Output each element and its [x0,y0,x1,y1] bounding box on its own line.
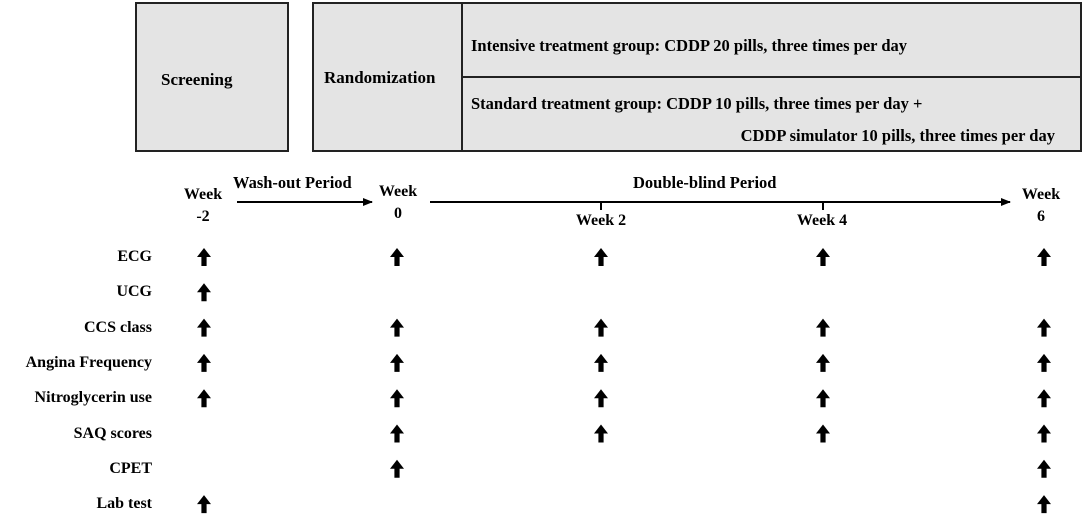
randomization-box: Randomization Intensive treatment group:… [312,2,1082,152]
assessment-arrow-icon [390,424,404,443]
assessment-label: UCG [116,283,152,301]
timepoint-week-4-line1: Week 4 [796,212,848,229]
assessment-label: SAQ scores [73,424,152,442]
timepoint-week-minus2-line1: Week [183,186,223,203]
timepoint-week-2-line1: Week 2 [575,212,627,229]
assessment-arrow-icon [1037,353,1051,372]
assessment-arrow-icon [594,389,608,408]
assessment-arrow-icon [1037,318,1051,337]
timepoint-week-4: Week 4 [777,210,867,232]
standard-group-text-line2: CDDP simulator 10 pills, three times per… [740,126,1055,145]
assessment-label: CPET [109,459,152,477]
timepoint-week-minus2-line2: -2 [196,208,210,225]
assessment-arrow-icon [816,389,830,408]
timepoint-week-minus2: Week -2 [168,184,238,228]
timepoint-week-0-line1: Week [378,183,418,200]
intensive-group-text: Intensive treatment group: CDDP 20 pills… [471,36,908,55]
timepoint-week-0-line2: 0 [394,205,402,222]
assessment-arrow-icon [1037,495,1051,514]
assessment-arrow-icon [390,459,404,478]
screening-label: Screening [161,70,233,89]
assessment-arrow-icon [197,283,211,302]
assessment-arrow-icon [197,318,211,337]
assessment-arrow-icon [197,248,211,266]
doubleblind-period-label: Double-blind Period [633,173,777,192]
assessment-arrow-icon [816,318,830,337]
assessment-arrow-icon [816,424,830,443]
assessment-arrow-icon [390,248,404,266]
assessment-label: Nitroglycerin use [34,389,152,407]
assessment-arrow-icon [197,495,211,514]
assessment-arrow-icon [816,353,830,372]
assessment-arrow-icon [816,248,830,266]
assessment-arrow-icon [594,318,608,337]
timepoint-week-6: Week 6 [1006,184,1076,228]
assessment-arrow-icon [1037,459,1051,478]
assessment-label: Angina Frequency [25,353,152,371]
timepoint-week-6-line2: 6 [1037,208,1045,225]
washout-period-label: Wash-out Period [233,173,352,192]
assessment-arrow-icon [390,353,404,372]
assessment-arrow-icon [197,389,211,408]
group-divider-horizontal [462,76,1082,78]
assessment-arrow-icon [390,389,404,408]
timepoint-week-2: Week 2 [556,210,646,232]
assessment-arrow-icon [390,318,404,337]
assessment-arrow-icon [1037,248,1051,266]
screening-box: Screening [135,2,289,152]
assessment-arrow-icon [197,353,211,372]
randomization-label: Randomization [324,68,436,87]
assessment-label: CCS class [83,318,152,336]
assessment-arrow-icon [594,353,608,372]
assessment-label: Lab test [96,495,152,513]
assessment-arrow-icon [1037,389,1051,408]
standard-group-text-line1: Standard treatment group: CDDP 10 pills,… [471,94,923,113]
timepoint-week-6-line1: Week [1021,186,1061,203]
assessment-arrow-icon [594,424,608,443]
timepoint-week-0: Week 0 [363,181,433,225]
assessment-arrow-icon [1037,424,1051,443]
assessment-label: ECG [117,248,152,265]
assessment-arrow-icon [594,248,608,266]
